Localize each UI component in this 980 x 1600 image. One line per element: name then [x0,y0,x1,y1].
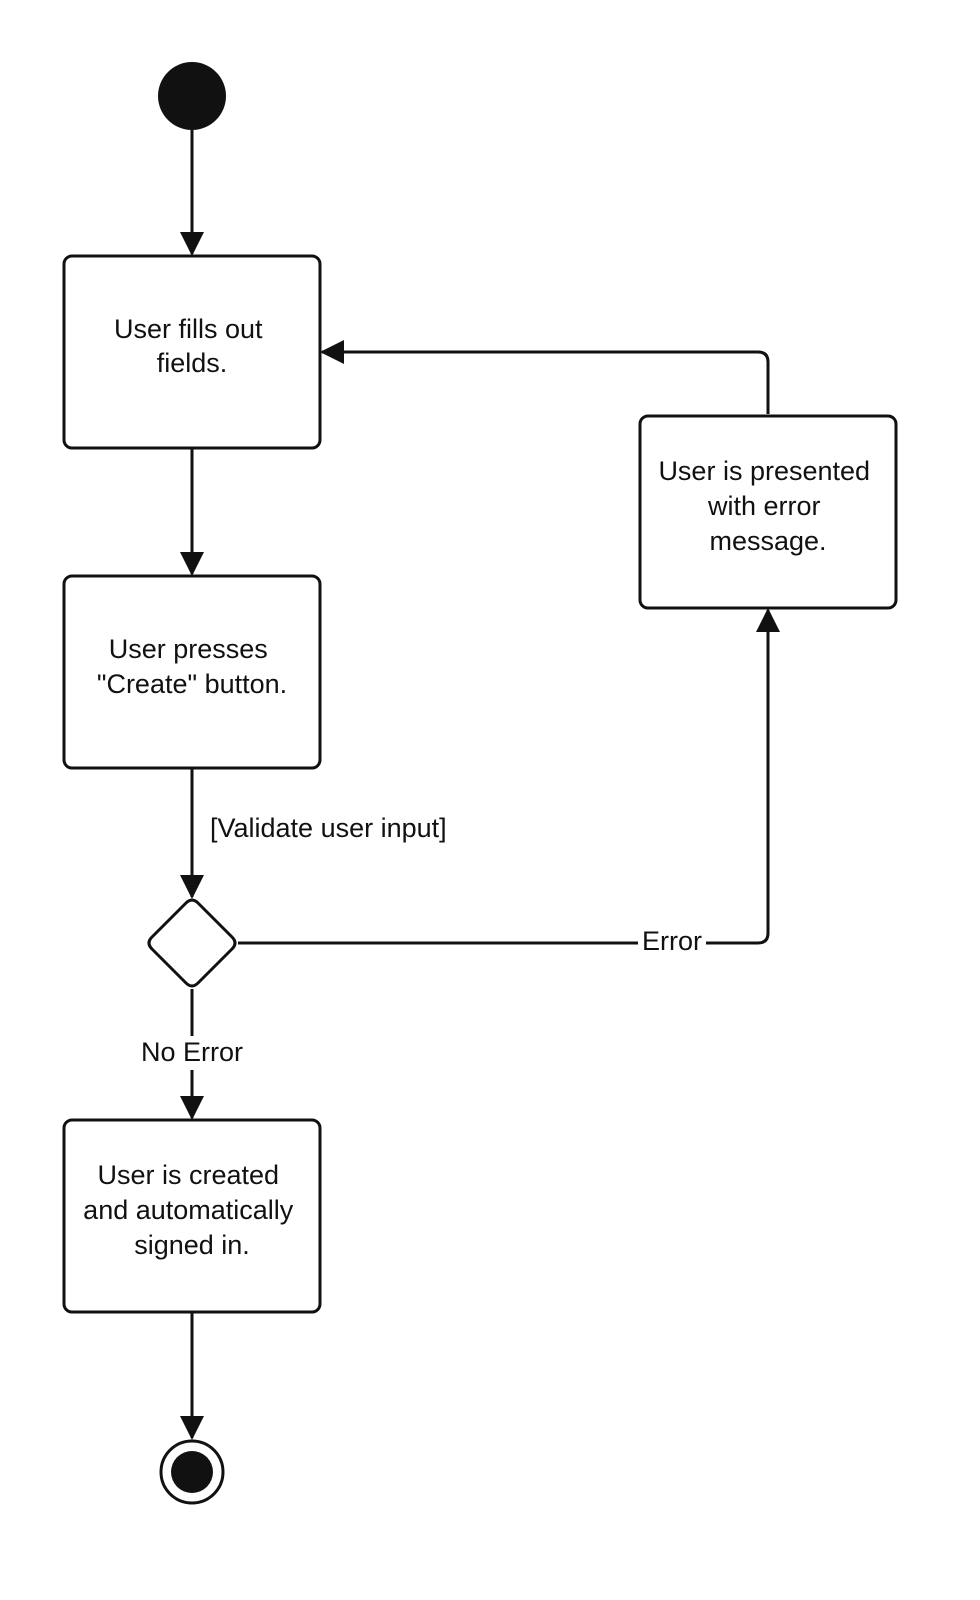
svg-text:User fills out fields.: User fills out fields. [114,314,270,378]
action-press-create: User presses "Create" button. [62,574,322,770]
svg-text:User is created and auto: User is created and automatically signed… [83,1160,301,1260]
node-line: fields. [157,348,228,378]
node-line: User is presented [658,456,870,486]
error-label: Error [642,926,702,956]
node-line: with error [707,491,821,521]
no-error-label-bg [132,1036,252,1070]
node-line: User is created [97,1160,279,1190]
svg-text:User is presented with e: User is presented with error message. [658,456,877,556]
action-error-message: User is presented with error message. [638,414,898,610]
node-line: message. [709,526,826,556]
node-line: User fills out [114,314,263,344]
start-node [158,62,226,130]
node-line: "Create" button. [97,669,287,699]
edge-decision-to-error [238,608,780,945]
svg-text:User presses "Create" bu: User presses "Create" button. [97,634,287,699]
node-line: signed in. [134,1230,250,1260]
validate-label: [Validate user input] [210,813,447,843]
edge-error-to-fill [320,340,770,414]
action-user-created: User is created and automatically signed… [62,1118,322,1314]
node-line: User presses [109,634,268,664]
decision-node [147,898,237,988]
end-node [159,1439,225,1505]
node-line: and automatically [83,1195,294,1225]
no-error-label: No Error [141,1037,243,1067]
action-fill-fields: User fills out fields. [62,254,322,450]
error-label-bg [638,926,706,958]
